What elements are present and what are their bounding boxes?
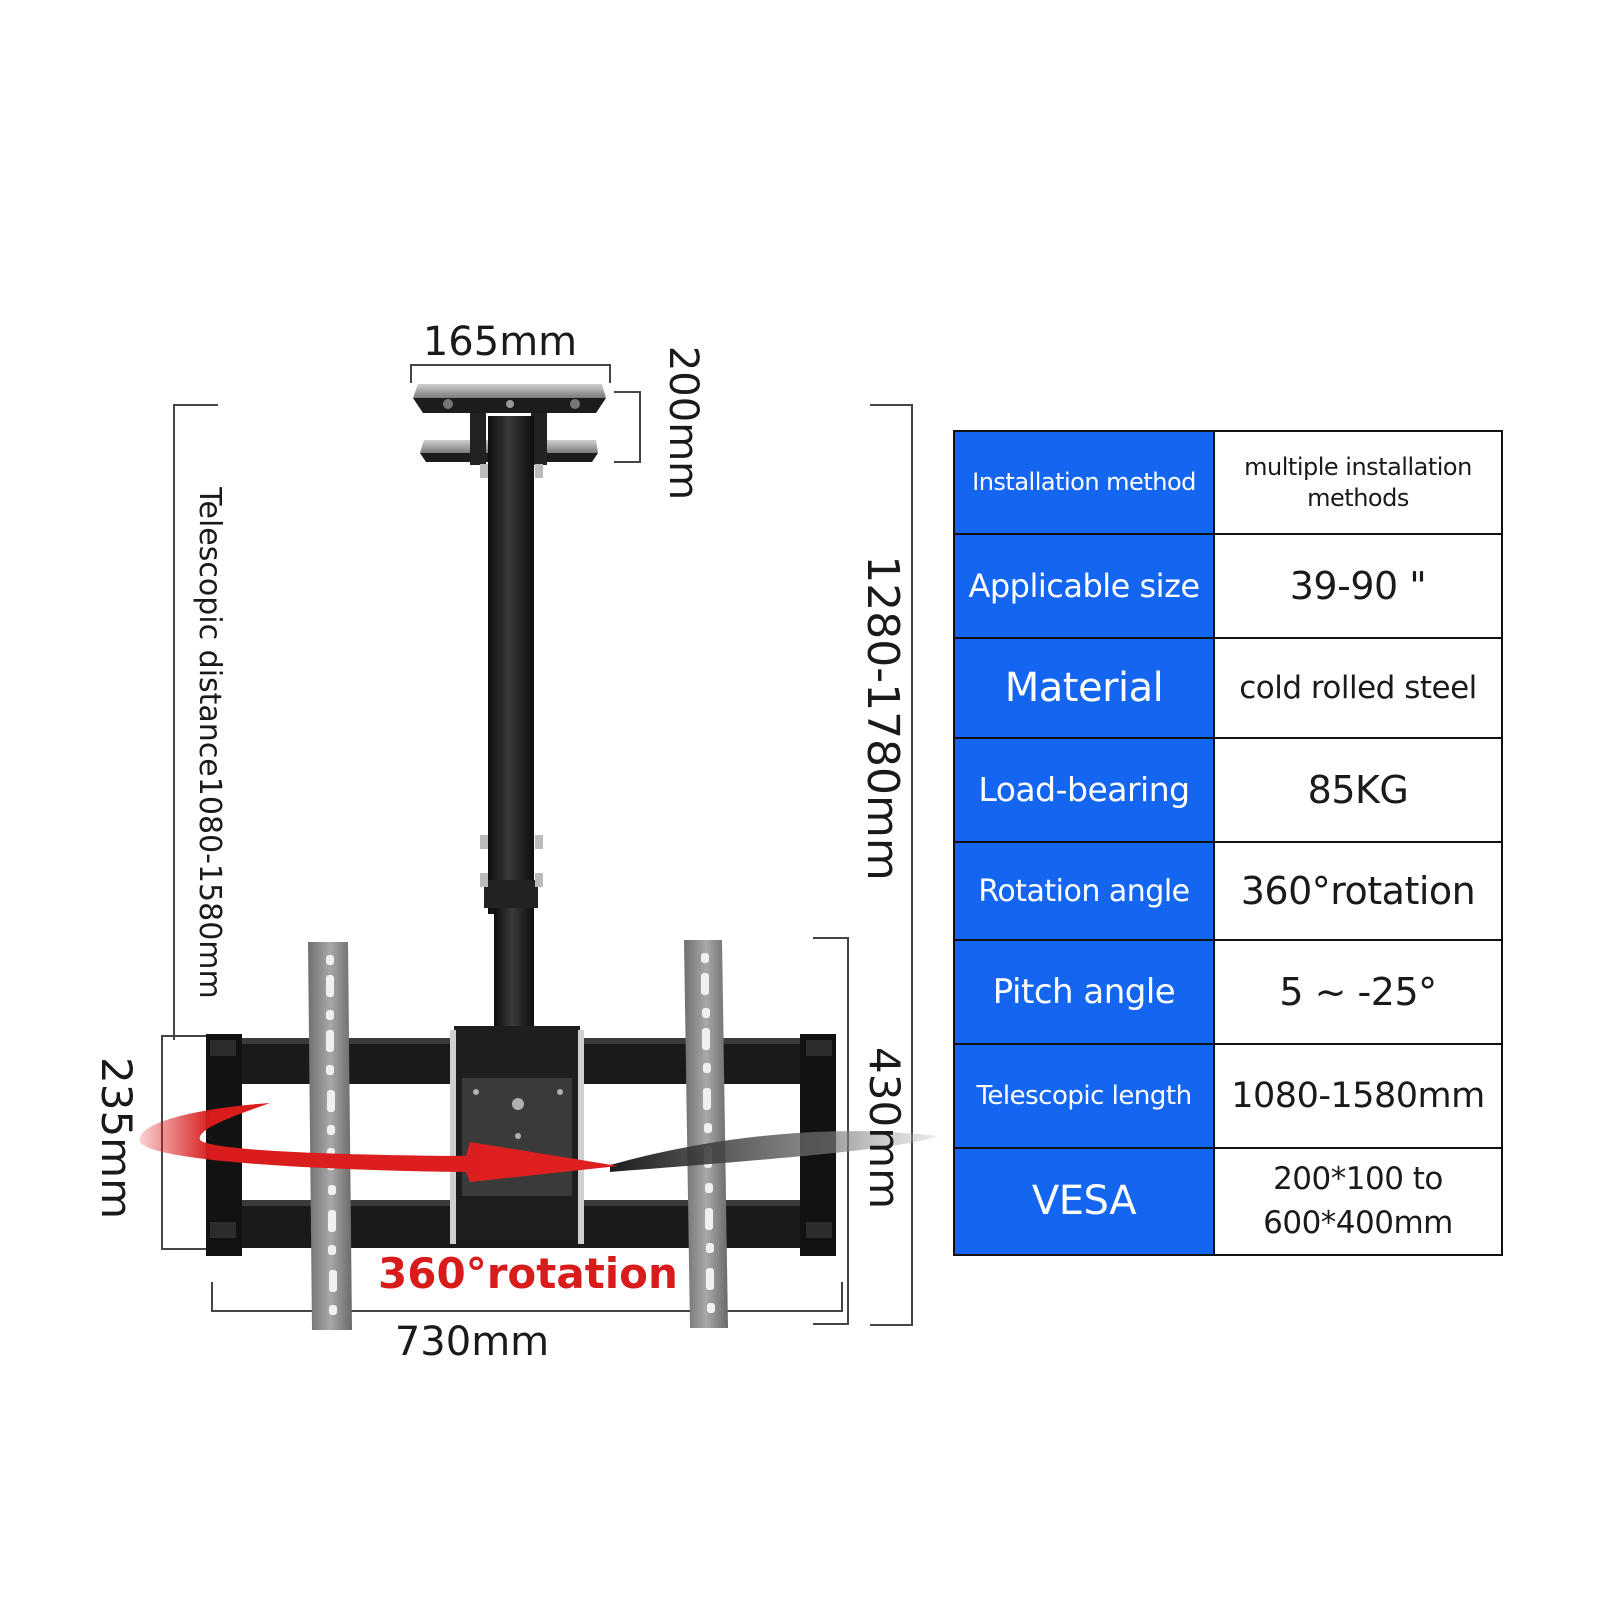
rotation-arrow-red-body <box>139 1103 618 1182</box>
spec-key: Pitch angle <box>953 939 1215 1046</box>
spec-key: VESA <box>953 1146 1215 1257</box>
spec-key: Installation method <box>953 429 1215 536</box>
plate-height-label: 200mm <box>660 346 706 500</box>
spec-table: Installation method multiple installatio… <box>953 429 1503 1257</box>
spec-row-pitch-angle: Pitch angle 5 ~ -25° <box>953 939 1503 1046</box>
frame-height-label: 430mm <box>860 1047 909 1209</box>
spec-key: Load-bearing <box>953 736 1215 843</box>
plate-width-label: 165mm <box>423 319 577 365</box>
frame-height-dimension-line <box>813 937 849 1325</box>
spec-value: 85KG <box>1213 736 1503 843</box>
vesa-bracket-left <box>308 942 352 1330</box>
plate-height-dimension-line <box>614 391 641 463</box>
spec-value: cold rolled steel <box>1213 636 1503 739</box>
spec-value: 360°rotation <box>1213 840 1503 942</box>
bar-height-label: 235mm <box>92 1057 141 1219</box>
spec-row-telescopic-length: Telescopic length 1080-1580mm <box>953 1043 1503 1149</box>
spec-value: 5 ~ -25° <box>1213 939 1503 1046</box>
total-height-label: 1280-1780mm <box>857 555 908 881</box>
spec-value: 200*100 to 600*400mm <box>1213 1146 1503 1257</box>
rotation-label: 360°rotation <box>378 1249 678 1298</box>
rotation-arrow-gray-tail <box>610 1131 938 1172</box>
ceiling-plate <box>413 384 606 465</box>
spec-key: Rotation angle <box>953 840 1215 942</box>
rotation-arrow <box>139 1103 938 1182</box>
frame-width-label: 730mm <box>395 1319 549 1365</box>
spec-key: Telescopic length <box>953 1043 1215 1149</box>
vesa-bracket-right <box>684 940 728 1328</box>
spec-row-applicable-size: Applicable size 39-90 " <box>953 533 1503 639</box>
spec-value: 1080-1580mm <box>1213 1043 1503 1149</box>
spec-row-vesa: VESA 200*100 to 600*400mm <box>953 1146 1503 1257</box>
frame-width-dimension-line <box>211 1282 843 1312</box>
spec-row-material: Material cold rolled steel <box>953 636 1503 739</box>
total-height-dimension-line <box>870 404 913 1326</box>
spec-value: 39-90 " <box>1213 533 1503 639</box>
spec-value: multiple installation methods <box>1213 429 1503 536</box>
telescopic-distance-label: Telescopic distance1080-1580mm <box>192 486 227 998</box>
spec-row-rotation-angle: Rotation angle 360°rotation <box>953 840 1503 942</box>
spec-key: Material <box>953 636 1215 739</box>
spec-row-load-bearing: Load-bearing 85KG <box>953 736 1503 843</box>
telescopic-pole <box>480 416 543 1035</box>
plate-width-dimension-line <box>410 364 611 383</box>
spec-row-installation: Installation method multiple installatio… <box>953 429 1503 536</box>
spec-key: Applicable size <box>953 533 1215 639</box>
telescopic-dimension-line <box>173 404 218 1040</box>
